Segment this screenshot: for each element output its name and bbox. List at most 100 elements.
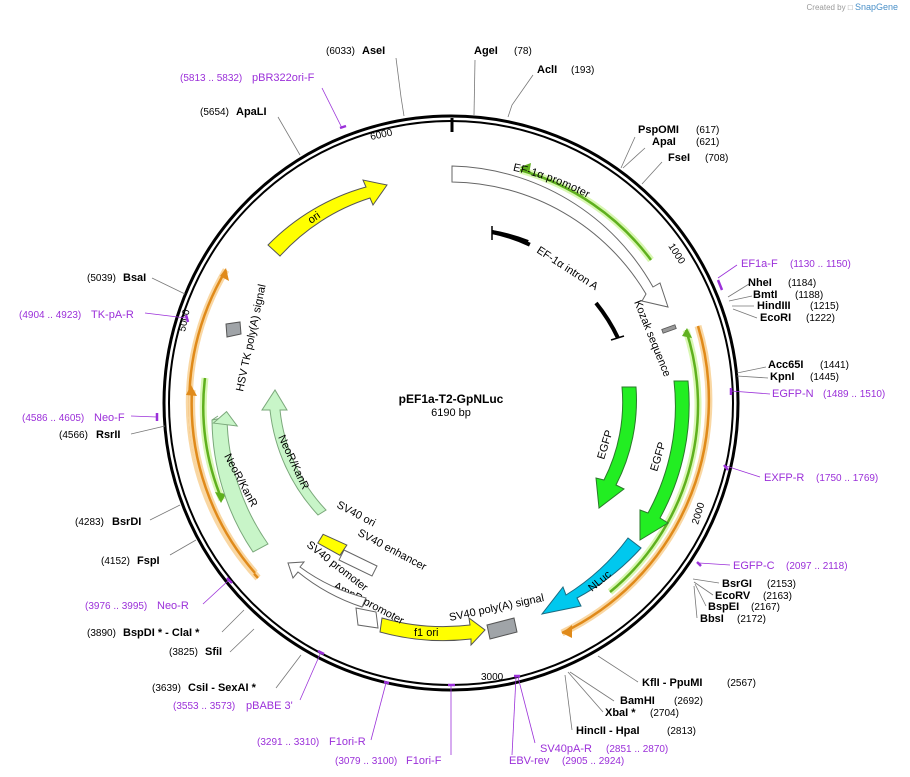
site-bsrgi[interactable]: BsrGI(2153) bbox=[722, 578, 796, 590]
plasmid-size: 6190 bp bbox=[431, 407, 471, 419]
site-bsai[interactable]: (5039)BsaI bbox=[87, 272, 146, 284]
svg-text:(2905 .. 2924): (2905 .. 2924) bbox=[562, 756, 624, 767]
egfp-outer-label: EGFP bbox=[648, 441, 668, 473]
green-arc-top bbox=[519, 168, 653, 261]
svg-text:(4904 .. 4923): (4904 .. 4923) bbox=[19, 310, 81, 321]
svg-text:(3825): (3825) bbox=[169, 647, 198, 658]
svg-text:EGFP-N: EGFP-N bbox=[772, 388, 814, 400]
svg-text:FspI: FspI bbox=[137, 555, 160, 567]
site-acli[interactable]: AclI(193) bbox=[537, 64, 594, 76]
primer-ef1a-f[interactable]: EF1a-F(1130 .. 1150) bbox=[741, 258, 851, 270]
svg-text:(617): (617) bbox=[696, 125, 719, 136]
svg-text:(78): (78) bbox=[514, 46, 532, 57]
f1-ori-feature[interactable]: f1 ori bbox=[379, 616, 486, 647]
primer-sv40pa-r[interactable]: SV40pA-R (2851 .. 2870) bbox=[540, 743, 668, 755]
primer-neo-r[interactable]: (3976 .. 3995)Neo-R bbox=[85, 600, 189, 612]
site-fspi[interactable]: (4152)FspI bbox=[101, 555, 160, 567]
site-xbai[interactable]: XbaI * (2704) bbox=[605, 707, 679, 719]
svg-text:(5039): (5039) bbox=[87, 273, 116, 284]
primer-neo-f[interactable]: (4586 .. 4605)Neo-F bbox=[22, 412, 125, 424]
green-arrowhead-right bbox=[682, 328, 692, 338]
site-rsrii[interactable]: (4566)RsrII bbox=[59, 429, 120, 441]
site-fsei[interactable]: FseI(708) bbox=[668, 152, 728, 164]
svg-text:(5654): (5654) bbox=[200, 107, 229, 118]
primer-tk-pa-r[interactable]: (4904 .. 4923)TK-pA-R bbox=[19, 309, 134, 321]
svg-text:EBV-rev: EBV-rev bbox=[509, 755, 550, 767]
green-arc-left bbox=[202, 377, 224, 501]
primer-exfp-r[interactable]: EXFP-R (1750 .. 1769) bbox=[764, 472, 878, 484]
svg-text:AclI: AclI bbox=[537, 64, 557, 76]
orange-arrowhead-left bbox=[220, 268, 229, 281]
svg-text:ApaI: ApaI bbox=[652, 136, 676, 148]
primer-pbr322ori-f[interactable]: (5813 .. 5832)pBR322ori-F bbox=[180, 72, 315, 84]
primer-f1ori-f[interactable]: (3079 .. 3100) F1ori-F bbox=[335, 755, 442, 767]
svg-text:pBR322ori-F: pBR322ori-F bbox=[252, 72, 315, 84]
svg-text:NheI: NheI bbox=[748, 277, 772, 289]
site-asei[interactable]: (6033)AseI bbox=[326, 45, 385, 57]
sv40-ori-feature[interactable]: SV40 ori bbox=[316, 499, 377, 556]
svg-text:(1215): (1215) bbox=[810, 301, 839, 312]
ampr-promoter-feature[interactable]: AmpR promoter bbox=[332, 580, 406, 629]
site-bbsi[interactable]: BbsI(2172) bbox=[700, 613, 766, 625]
svg-text:XbaI *: XbaI * bbox=[605, 707, 636, 719]
hsv-tk-polya-feature[interactable]: HSV TK poly(A) signal bbox=[225, 283, 269, 393]
svg-text:(2704): (2704) bbox=[650, 708, 679, 719]
svg-text:EXFP-R: EXFP-R bbox=[764, 472, 804, 484]
svg-text:F1ori-F: F1ori-F bbox=[406, 755, 442, 767]
svg-text:BsrDI: BsrDI bbox=[112, 516, 141, 528]
svg-text:(1445): (1445) bbox=[810, 372, 839, 383]
svg-text:EcoRI: EcoRI bbox=[760, 312, 791, 324]
primer-f1ori-r[interactable]: (3291 .. 3310)F1ori-R bbox=[257, 736, 366, 748]
green-arc-right bbox=[609, 329, 700, 593]
svg-text:(3079 .. 3100): (3079 .. 3100) bbox=[335, 756, 397, 767]
primer-ebv-rev[interactable]: EBV-rev (2905 .. 2924) bbox=[509, 755, 624, 767]
site-kpni[interactable]: KpnI(1445) bbox=[770, 371, 839, 383]
site-agei[interactable]: AgeI(78) bbox=[474, 45, 532, 57]
svg-text:(2851 .. 2870): (2851 .. 2870) bbox=[606, 744, 668, 755]
svg-text:(1489 .. 1510): (1489 .. 1510) bbox=[823, 389, 885, 400]
site-ecori[interactable]: EcoRI(1222) bbox=[760, 312, 835, 324]
site-hincii-hpai[interactable]: HincII - HpaI(2813) bbox=[576, 725, 696, 737]
sv40-enhancer-feature[interactable]: SV40 enhancer bbox=[338, 527, 428, 577]
site-sfii[interactable]: (3825)SfiI bbox=[169, 646, 222, 658]
site-acc65i[interactable]: Acc65I(1441) bbox=[768, 359, 849, 371]
site-kfli-ppumi[interactable]: KflI - PpuMI(2567) bbox=[642, 677, 756, 689]
site-pspomi[interactable]: PspOMI(617) bbox=[638, 124, 719, 136]
svg-text:FseI: FseI bbox=[668, 152, 690, 164]
site-bspdi-clai[interactable]: (3890)BspDI * - ClaI * bbox=[87, 627, 200, 639]
green-arrowhead-top bbox=[520, 163, 531, 174]
svg-text:(1184): (1184) bbox=[788, 278, 816, 289]
svg-text:(2167): (2167) bbox=[751, 602, 780, 613]
site-hindiii[interactable]: HindIII (1215) bbox=[757, 300, 839, 312]
ef1a-intron-feature[interactable]: EF-1α intron A bbox=[491, 226, 625, 341]
primer-pbabe3[interactable]: (3553 .. 3573)pBABE 3' bbox=[173, 700, 293, 712]
primer-egfp-n[interactable]: EGFP-N (1489 .. 1510) bbox=[772, 388, 885, 400]
svg-text:EF1a-F: EF1a-F bbox=[741, 258, 778, 270]
svg-text:(2097 .. 2118): (2097 .. 2118) bbox=[786, 561, 848, 572]
site-bmti[interactable]: BmtI(1188) bbox=[753, 289, 823, 301]
primer-egfp-c[interactable]: EGFP-C(2097 .. 2118) bbox=[733, 560, 848, 572]
f1-ori-label: f1 ori bbox=[414, 627, 438, 639]
site-bspei[interactable]: BspEI(2167) bbox=[708, 601, 780, 613]
site-nhei[interactable]: NheI (1184) bbox=[748, 277, 816, 289]
svg-text:HindIII: HindIII bbox=[757, 300, 791, 312]
site-apai[interactable]: ApaI(621) bbox=[652, 136, 719, 148]
hsv-tk-polya-label: HSV TK poly(A) signal bbox=[234, 283, 268, 392]
site-bsrdi[interactable]: (4283)BsrDI bbox=[75, 516, 141, 528]
site-csii-sexai[interactable]: (3639)CsiI - SexAI * bbox=[152, 682, 257, 694]
svg-text:RsrII: RsrII bbox=[96, 429, 120, 441]
site-apali[interactable]: (5654)ApaLI bbox=[200, 106, 267, 118]
kozak-feature[interactable]: Kozak sequence bbox=[631, 299, 677, 379]
site-bamhi[interactable]: BamHI(2692) bbox=[620, 695, 703, 707]
site-ecorv[interactable]: EcoRV(2163) bbox=[715, 590, 792, 602]
svg-text:(1750 .. 1769): (1750 .. 1769) bbox=[816, 473, 878, 484]
svg-text:SV40pA-R: SV40pA-R bbox=[540, 743, 592, 755]
egfp-inner-feature[interactable]: EGFP bbox=[595, 386, 637, 509]
tick-2000: 2000 bbox=[690, 501, 707, 526]
svg-text:(3553 .. 3573): (3553 .. 3573) bbox=[173, 701, 235, 712]
svg-text:BsrGI: BsrGI bbox=[722, 578, 752, 590]
ori-feature[interactable]: ori bbox=[267, 179, 388, 257]
tick-5000: 5000 bbox=[177, 308, 192, 332]
neo-inner-feature[interactable]: NeoR/KanR bbox=[261, 389, 327, 516]
